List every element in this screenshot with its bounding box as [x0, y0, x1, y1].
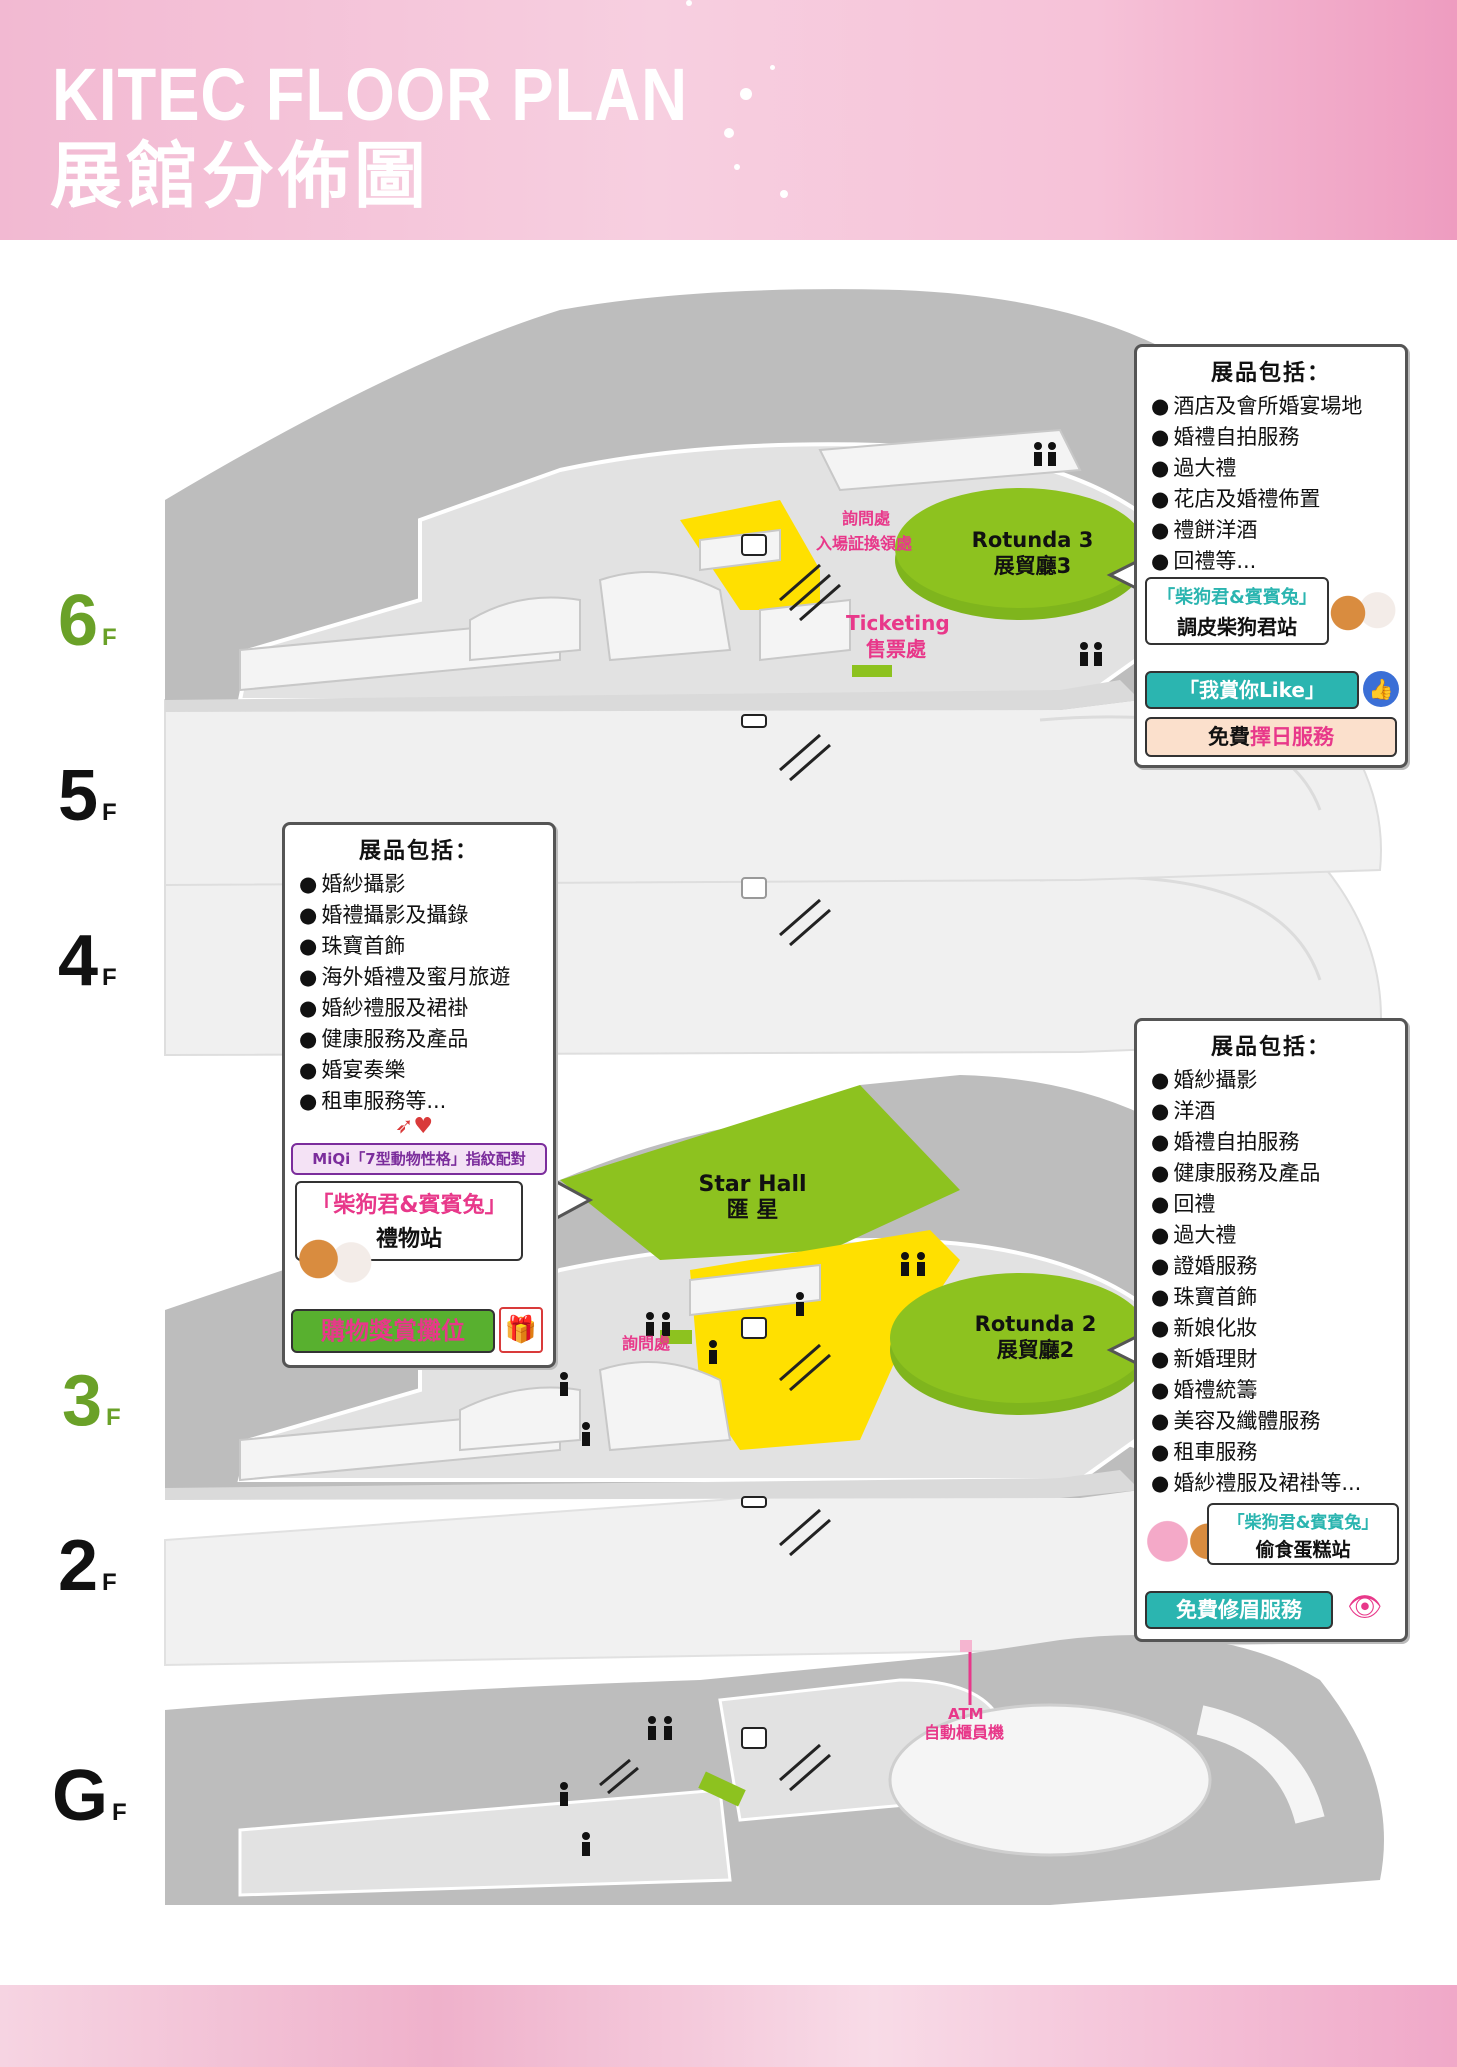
- exhibits-box-left: 展品包括： 婚紗攝影 婚禮攝影及攝錄 珠寶首飾 海外婚禮及蜜月旅遊 婚紗禮服及裙…: [282, 822, 556, 1368]
- list-item: 租車服務等...: [299, 1086, 553, 1117]
- exhibit-list: 酒店及會所婚宴場地 婚禮自拍服務 過大禮 花店及婚禮佈置 禮餅洋酒 回禮等...: [1137, 391, 1405, 577]
- rotunda3-en-label: Rotunda 3: [971, 528, 1094, 552]
- list-item: 婚禮攝影及攝錄: [299, 900, 553, 931]
- station-title: 「柴狗君&賓賓兔」: [1227, 1513, 1379, 1533]
- list-item: 過大禮: [1151, 1220, 1405, 1251]
- station-title: 「柴狗君&賓賓兔」: [1157, 587, 1317, 608]
- list-item: 珠寶首飾: [299, 931, 553, 962]
- list-item: 婚禮統籌: [1151, 1375, 1405, 1406]
- thumbs-up-icon: 👍: [1363, 671, 1399, 707]
- rotunda3-zh-label: 展貿廳3: [993, 554, 1072, 578]
- station-title: 「柴狗君&賓賓兔」: [311, 1193, 507, 1218]
- list-item: 健康服務及產品: [1151, 1158, 1405, 1189]
- list-item: 酒店及會所婚宴場地: [1151, 391, 1405, 422]
- exhibits-box-3f: 展品包括： 婚紗攝影 洋酒 婚禮自拍服務 健康服務及產品 回禮 過大禮 證婚服務…: [1134, 1018, 1408, 1642]
- list-item: 花店及婚禮佈置: [1151, 484, 1405, 515]
- list-item: 禮餅洋酒: [1151, 515, 1405, 546]
- lift-icon: [741, 534, 767, 1749]
- exhibit-list: 婚紗攝影 洋酒 婚禮自拍服務 健康服務及產品 回禮 過大禮 證婚服務 珠寶首飾 …: [1137, 1065, 1405, 1499]
- floor-gf-shape: [165, 1635, 1384, 1905]
- free-date-service-badge: 免費擇日服務: [1145, 717, 1397, 757]
- list-item: 新婚理財: [1151, 1344, 1405, 1375]
- list-item: 美容及纖體服務: [1151, 1406, 1405, 1437]
- atm-zh-label: 自動櫃員機: [924, 1723, 1005, 1742]
- ticketing-zh-label: 售票處: [866, 637, 926, 661]
- arrow-heart-icon: ➶♥: [395, 1114, 434, 1139]
- mascot-illustration: [291, 1225, 377, 1293]
- footer-banner: [0, 1985, 1457, 2067]
- list-item: 婚紗禮服及裙褂等...: [1151, 1468, 1405, 1499]
- like-badge: 「我賞你Like」: [1145, 671, 1359, 709]
- floor-3f-shape: [165, 1075, 1272, 1500]
- list-item: 婚禮自拍服務: [1151, 1127, 1405, 1158]
- list-item: 海外婚禮及蜜月旅遊: [299, 962, 553, 993]
- exhibits-box-6f: 展品包括： 酒店及會所婚宴場地 婚禮自拍服務 過大禮 花店及婚禮佈置 禮餅洋酒 …: [1134, 344, 1408, 768]
- inquiry-6f-label: 詢問處: [842, 509, 891, 528]
- sparkle-dot: [770, 65, 775, 70]
- mascot-illustration: [1327, 585, 1397, 641]
- box-heading: 展品包括：: [1210, 361, 1331, 386]
- list-item: 婚紗禮服及裙褂: [299, 993, 553, 1024]
- shopping-reward-badge: 購物獎賞攤位: [291, 1309, 495, 1353]
- list-item: 婚宴奏樂: [299, 1055, 553, 1086]
- eye-icon: 👁: [1347, 1590, 1383, 1623]
- sparkle-dot: [686, 0, 692, 6]
- station-badge: 「柴狗君&賓賓兔」 調皮柴狗君站: [1145, 577, 1329, 645]
- gift-icon: 🎁: [499, 1307, 543, 1353]
- list-item: 過大禮: [1151, 453, 1405, 484]
- rotunda2-zh-label: 展貿廳2: [996, 1338, 1075, 1362]
- list-item: 婚紗攝影: [1151, 1065, 1405, 1096]
- floor-6f-shape: [165, 289, 1272, 712]
- miqi-badge: MiQi「7型動物性格」指紋配對: [291, 1143, 547, 1175]
- list-item: 婚禮自拍服務: [1151, 422, 1405, 453]
- inquiry-3f-label: 詢問處: [622, 1334, 671, 1353]
- list-item: 新娘化妝: [1151, 1313, 1405, 1344]
- title-chinese: 展館分佈圖: [50, 134, 431, 218]
- station-name: 偷食蛋糕站: [1255, 1539, 1351, 1561]
- header-banner: KITEC FLOOR PLAN 展館分佈圖: [0, 0, 1457, 240]
- escalator-icon: [599, 563, 841, 1795]
- sparkle-dot: [724, 128, 734, 138]
- box-heading: 展品包括：: [358, 839, 479, 864]
- ticket-exchange-label: 入場証換領處: [816, 534, 913, 553]
- toilet-icon: [560, 442, 1102, 1856]
- list-item: 洋酒: [1151, 1096, 1405, 1127]
- list-item: 證婚服務: [1151, 1251, 1405, 1282]
- star-hall-en-label: Star Hall: [698, 1172, 807, 1197]
- atm-en-label: ATM: [948, 1705, 984, 1723]
- eyebrow-service-badge: 免費修眉服務: [1145, 1591, 1333, 1629]
- list-item: 婚紗攝影: [299, 869, 553, 900]
- list-item: 回禮等...: [1151, 546, 1405, 577]
- station-name: 調皮柴狗君站: [1177, 615, 1297, 639]
- exhibit-list: 婚紗攝影 婚禮攝影及攝錄 珠寶首飾 海外婚禮及蜜月旅遊 婚紗禮服及裙褂 健康服務…: [285, 869, 553, 1117]
- rotunda2-en-label: Rotunda 2: [974, 1312, 1097, 1336]
- box-heading: 展品包括：: [1210, 1035, 1331, 1060]
- station-name: 禮物站: [375, 1227, 442, 1252]
- list-item: 租車服務: [1151, 1437, 1405, 1468]
- ticketing-en-label: Ticketing: [846, 611, 950, 635]
- sparkle-dot: [780, 190, 788, 198]
- list-item: 珠寶首飾: [1151, 1282, 1405, 1313]
- list-item: 回禮: [1151, 1189, 1405, 1220]
- star-hall-zh-label: 匯 星: [726, 1198, 779, 1223]
- sparkle-dot: [740, 88, 752, 100]
- title-english: KITEC FLOOR PLAN: [52, 53, 688, 136]
- list-item: 健康服務及產品: [299, 1024, 553, 1055]
- sparkle-dot: [734, 164, 740, 170]
- cake-station-badge: 「柴狗君&賓賓兔」 偷食蛋糕站: [1207, 1503, 1399, 1565]
